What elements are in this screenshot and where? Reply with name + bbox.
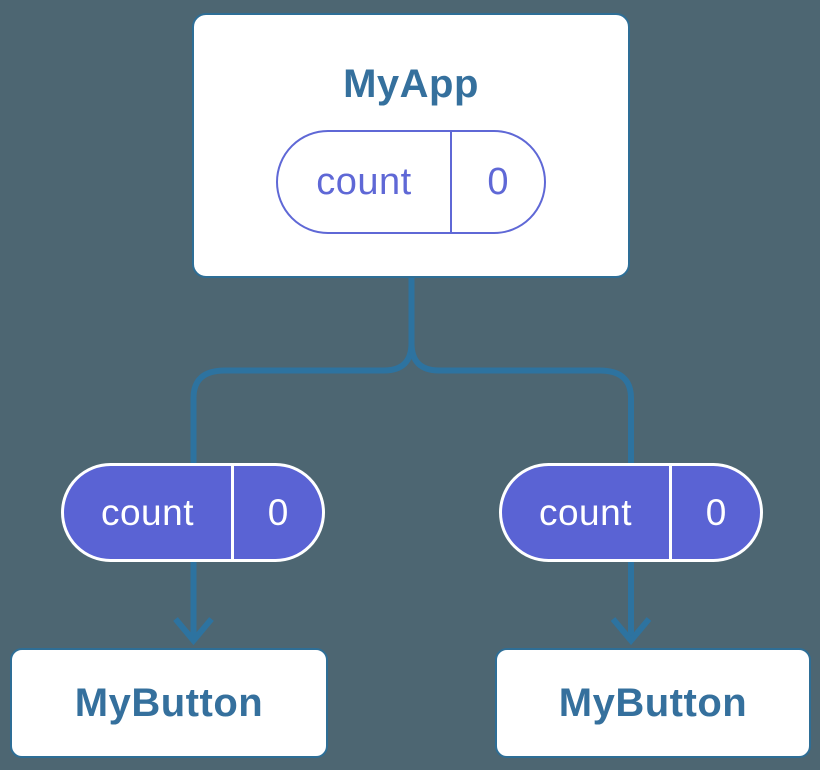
state-value-label: 0 bbox=[705, 491, 727, 533]
child-state-pill-right: count 0 bbox=[499, 463, 763, 562]
child-component-title: MyButton bbox=[74, 681, 264, 725]
connector-branch-left bbox=[190, 277, 415, 640]
state-name-label: count bbox=[100, 491, 194, 533]
down-arrowhead-left-icon bbox=[173, 617, 214, 646]
root-state-pill: count 0 bbox=[276, 130, 546, 234]
child-component-box-right: MyButton bbox=[495, 648, 811, 758]
pill-divider bbox=[669, 466, 672, 559]
root-component-title: MyApp bbox=[343, 62, 479, 106]
connector-branch-right bbox=[408, 277, 634, 640]
child-component-title: MyButton bbox=[558, 681, 748, 725]
root-component-box: MyApp count 0 bbox=[192, 13, 630, 278]
child-state-pill-left: count 0 bbox=[61, 463, 325, 562]
state-value-label: 0 bbox=[267, 491, 289, 533]
down-arrowhead-right-icon bbox=[610, 617, 652, 646]
pill-divider bbox=[231, 466, 234, 559]
pill-divider bbox=[450, 132, 452, 232]
child-component-box-left: MyButton bbox=[10, 648, 328, 758]
state-value-label: 0 bbox=[487, 160, 509, 203]
state-name-label: count bbox=[538, 491, 632, 533]
state-name-label: count bbox=[316, 160, 412, 203]
